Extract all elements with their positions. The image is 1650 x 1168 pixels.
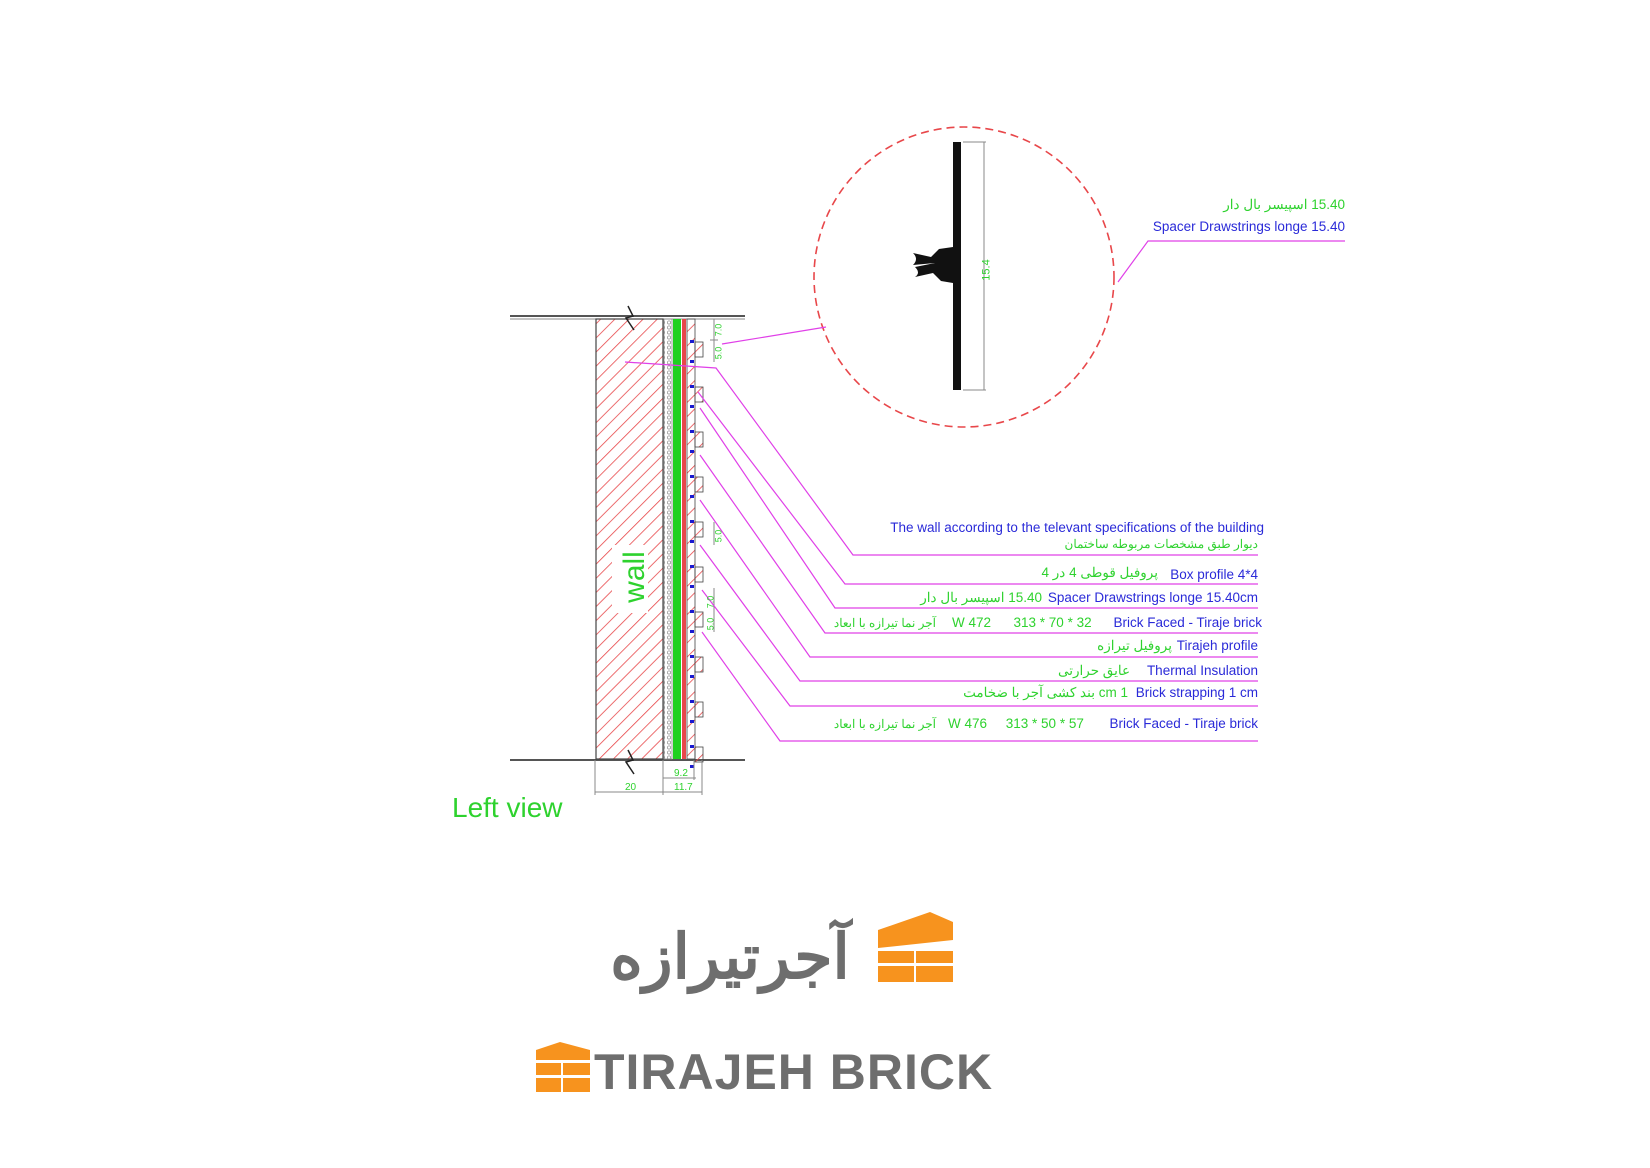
- brick-protrusion: [694, 701, 704, 718]
- spacer-clip: [690, 675, 694, 678]
- detail-circle: [813, 126, 1115, 428]
- brick-protrusion: [694, 566, 704, 583]
- spacer-clip: [690, 565, 694, 568]
- spacer-clip: [690, 520, 694, 523]
- label-insulation-fa: عایق حرارتی: [1057, 663, 1130, 678]
- label-brick1-spec: W 472 313 * 70 * 32: [952, 615, 1092, 630]
- leader-lines: [624, 240, 1345, 742]
- brick-protrusion: [694, 611, 704, 628]
- label-brick2-en: Brick Faced - Tiraje brick: [1109, 716, 1258, 731]
- red-profile: [682, 319, 686, 759]
- logo-text-fa: آجرتیرازه: [610, 923, 850, 992]
- label-profile-en: Tirajeh profile: [1176, 638, 1258, 653]
- detail-label-en: Spacer Drawstrings longe 15.40: [1152, 219, 1345, 234]
- label-box-fa: پروفیل قوطی 4 در 4: [1041, 565, 1158, 580]
- spacer-clip: [690, 340, 694, 343]
- spacer-clip: [690, 540, 694, 543]
- wall-hatch: [595, 318, 664, 760]
- label-brick1-en: Brick Faced - Tiraje brick: [1113, 615, 1262, 630]
- label-strapping-fa: 1 cm بند کشی آجر با ضخامت: [963, 685, 1128, 700]
- dim-inner: 9.2: [674, 768, 688, 779]
- label-wall-en: The wall according to the televant speci…: [890, 520, 1264, 535]
- label-strapping-en: Brick strapping 1 cm: [1135, 685, 1258, 700]
- break-mark: [624, 305, 635, 331]
- spacer-clip: [690, 385, 694, 388]
- spacer-clip: [690, 450, 694, 453]
- spacer-bar: [953, 142, 961, 390]
- brick-protrusion: [694, 746, 704, 763]
- brick-protrusion: [694, 341, 704, 358]
- brick-protrusion: [694, 386, 704, 403]
- spacer-clip: [690, 585, 694, 588]
- spacer-wing: [913, 247, 953, 283]
- brick-logo-icon-top: [878, 912, 953, 982]
- brick-protrusion: [694, 476, 704, 493]
- dim-wall: 20: [625, 782, 637, 793]
- label-profile-fa: پروفیل تیرازه: [1097, 638, 1172, 653]
- detail-label-fa: 15.40 اسپیسر بال دار: [1223, 197, 1345, 212]
- label-wall-fa: دیوار طبق مشخصات مربوطه ساختمان: [1064, 537, 1259, 551]
- spacer-clip: [690, 475, 694, 478]
- spacer-clip: [690, 495, 694, 498]
- spacer-clip: [690, 765, 694, 768]
- spacer-clip: [690, 655, 694, 658]
- spacer-clip: [690, 610, 694, 613]
- spacer-clip: [690, 720, 694, 723]
- label-brick2-fa: آجر نما تیرازه با ابعاد: [833, 717, 936, 731]
- label-spacer-fa: 15.40 اسپیسر بال دار: [920, 590, 1042, 605]
- spacer-clip: [690, 745, 694, 748]
- green-membrane: [673, 319, 681, 759]
- brick-protrusions: [690, 340, 704, 768]
- label-brick2-spec: W 476 313 * 50 * 57: [948, 716, 1084, 731]
- spacer-clip: [690, 430, 694, 433]
- break-mark: [624, 749, 635, 775]
- brick-logo-icon-bottom: [536, 1042, 590, 1092]
- label-brick1-fa: آجر نما تیرازه با ابعاد: [833, 616, 936, 630]
- brick-protrusion: [694, 656, 704, 673]
- label-insulation-en: Thermal Insulation: [1146, 663, 1258, 678]
- brick-protrusion: [694, 431, 704, 448]
- label-box-en: Box profile 4*4: [1170, 567, 1258, 582]
- brick-protrusion: [694, 521, 704, 538]
- insulation-layer: [663, 318, 673, 760]
- spacer-clip: [690, 360, 694, 363]
- spacer-clip: [690, 405, 694, 408]
- label-spacer-en: Spacer Drawstrings longe 15.40cm: [1047, 590, 1258, 605]
- brick-strip: [686, 318, 696, 760]
- view-title: Left view: [452, 792, 563, 823]
- spacer-clip: [690, 630, 694, 633]
- logo-text-en: TIRAJEH BRICK: [594, 1044, 994, 1100]
- spacer-clip: [690, 700, 694, 703]
- dim-outer: 11.7: [674, 782, 693, 793]
